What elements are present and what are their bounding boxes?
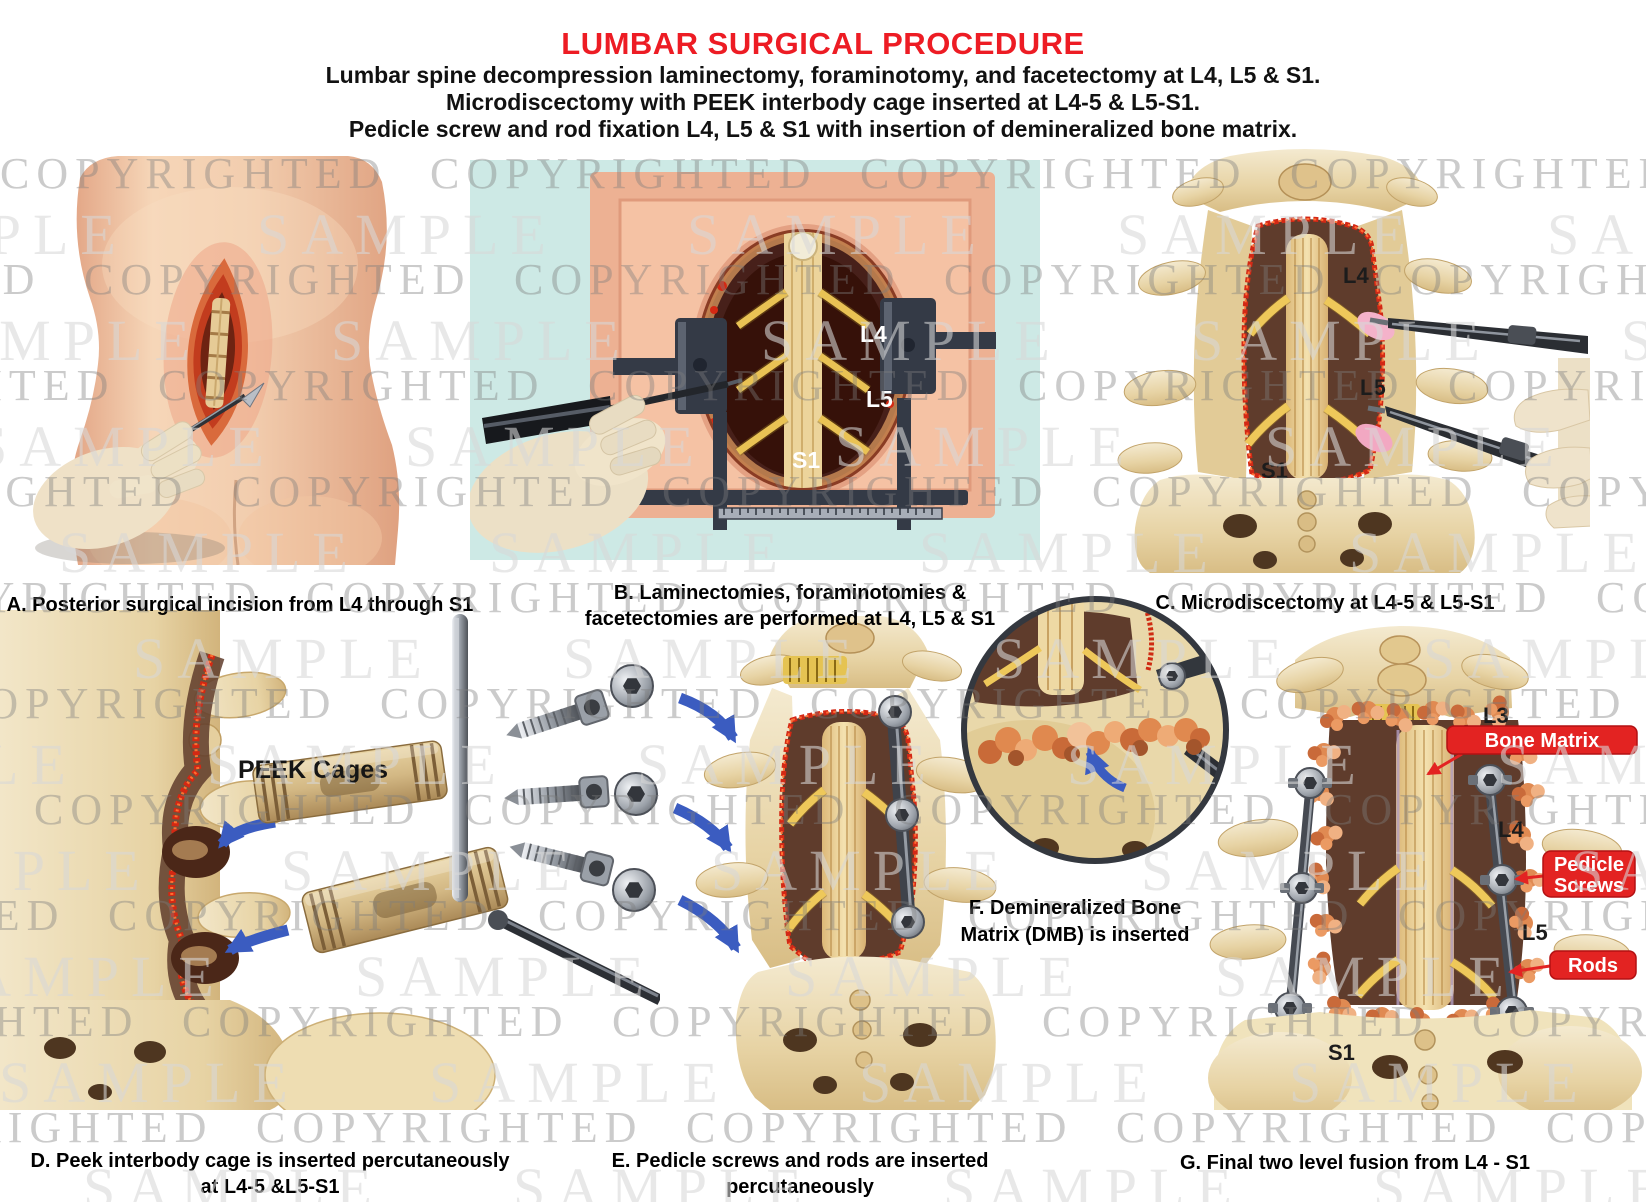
insertion-arrow-icon [224,924,290,955]
inflamed-disc-l4-5 [1357,311,1395,341]
peek-cages-label: PEEK Cages [238,756,388,784]
insertion-arrow-icon [677,895,741,954]
pedicle-screw [502,774,611,815]
caption-e: E. Pedicle screws and rods are inserted … [545,1148,1055,1202]
panel-b-illustration: L4 L5 S1 [470,160,1040,560]
caption-d-line2: at L4-5 &L5-S1 [200,1176,340,1198]
caption-e-line1: E. Pedicle screws and rods are inserted … [611,1150,989,1198]
bleeding-edge [1143,607,1154,671]
caption-a: A. Posterior surgical incision from L4 t… [0,592,480,618]
level-label-l5: L5 [1522,920,1548,945]
caption-a-text: A. Posterior surgical incision from L4 t… [6,594,474,616]
panel-a-illustration [33,156,400,565]
header: LUMBAR SURGICAL PROCEDURE Lumbar spine d… [0,0,1646,143]
pedicle-screw [500,687,611,751]
caption-f: F. Demineralized Bone Matrix (DMB) is in… [940,895,1210,949]
surgeon-hand [33,421,206,550]
cage-inserter [488,910,660,1005]
pedicle-screw [504,831,616,888]
level-label-l4: L4 [1343,263,1369,288]
level-label-l4: L4 [860,321,887,347]
laminectomy-window [1241,216,1395,488]
subtitle-line-3: Pedicle screw and rod fixation L4, L5 & … [348,116,1298,142]
sacrum [1134,474,1475,573]
caption-b-line2: facetectomies are performed at L4, L5 & … [584,608,996,630]
level-label-s1: S1 [1261,458,1288,483]
subtitle-line-1: Lumbar spine decompression laminectomy, … [325,62,1321,88]
surgeon-hand [1513,358,1590,529]
caption-c-text: C. Microdiscectomy at L4-5 & L5-S1 [1155,592,1495,614]
panel-e-illustration [452,614,997,1110]
peek-cage-1 [252,740,448,824]
nerve-roots [1354,863,1498,1002]
spinal-rod-loose [452,614,468,902]
sacrum [735,956,996,1110]
ruler [717,507,943,520]
discectomy-instrument-upper [1369,317,1588,354]
incision [163,242,273,458]
caption-g-text: G. Final two level fusion from L4 - S1 [1179,1152,1531,1174]
pedicle-screw-head [878,695,925,939]
callout-pedicle-screws: Pedicle Screws [1514,850,1636,898]
subtitle-line-2: Microdiscectomy with PEEK interbody cage… [445,89,1201,115]
panel-c-illustration: L4 L5 S1 [1117,149,1590,573]
sacrum [0,1000,496,1110]
caption-g: G. Final two level fusion from L4 - S1 [1110,1150,1600,1176]
thecal-sac [1396,725,1454,1010]
level-label-s1: S1 [792,447,820,473]
thecal-sac [784,232,822,488]
svg-text:Rods: Rods [1568,955,1618,977]
caption-f-line1: F. Demineralized Bone [968,897,1182,919]
retractor-frame [608,490,968,505]
watermark-text: COPYRIGHTED [1596,573,1646,622]
level-label-l5: L5 [866,386,893,412]
thecal-sac [822,722,866,960]
mounted-rod [878,695,925,939]
callout-bone-matrix: Bone Matrix [1426,725,1638,776]
screwdriver-instrument [1156,640,1226,690]
inflamed-disc-l5-s1 [1355,423,1393,453]
ligamentum-flavum [783,656,847,684]
svg-text:Screws: Screws [1554,875,1624,897]
nerve-roots [735,287,871,457]
insertion-arrow-icon [678,692,738,744]
caption-c: C. Microdiscectomy at L4-5 & L5-S1 [1075,590,1575,616]
panel-f-illustration [961,596,1229,864]
page-title: LUMBAR SURGICAL PROCEDURE [561,26,1085,61]
svg-text:Pedicle: Pedicle [1554,854,1624,876]
watermark-text: SAMPLE [1621,307,1646,374]
wound [691,224,915,496]
retractor-right [880,298,996,530]
spine [1209,626,1631,1010]
callout-rods: Rods [1508,950,1637,980]
panel-g-illustration: L3 L4 L5 S1 Bone Matrix Pedicle Screws R… [1208,626,1642,1110]
thecal-sac [1286,234,1328,480]
set-screw-cap [612,868,656,912]
insertion-arrow-icon [1085,746,1127,793]
magnifier-rim [961,596,1229,864]
level-label-l3: L3 [1483,703,1509,728]
caption-b-line1: B. Laminectomies, foraminotomies & [613,582,967,604]
level-label-l5: L5 [1360,375,1386,400]
caption-b: B. Laminectomies, foraminotomies & facet… [545,580,1035,632]
panel-d-illustration: PEEK Cages [0,610,660,1110]
set-screw-cap [610,664,654,708]
level-label-l4: L4 [1498,817,1524,842]
insertion-arrow-icon [672,802,733,853]
bone-matrix-granules [978,718,1210,766]
gloved-hand [470,394,666,553]
caption-d-line1: D. Peek interbody cage is inserted percu… [30,1150,510,1172]
caption-f-line2: Matrix (DMB) is inserted [960,924,1190,946]
sacrum [1208,1010,1642,1110]
svg-text:Bone Matrix: Bone Matrix [1485,730,1599,752]
caption-d: D. Peek interbody cage is inserted percu… [10,1148,530,1200]
nerve-roots [983,645,1142,693]
set-screw-cap [614,772,658,816]
level-label-s1: S1 [1328,1040,1355,1065]
